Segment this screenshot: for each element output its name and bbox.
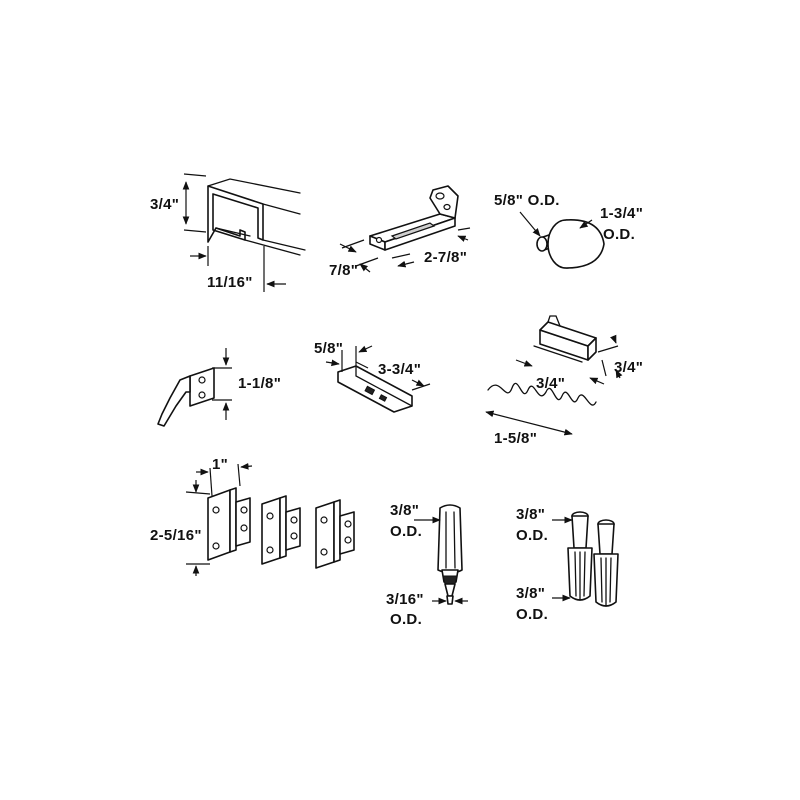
hinge-height-label: 2-5/16" bbox=[150, 527, 202, 544]
hinge-width-label: 1" bbox=[212, 456, 229, 473]
track-width-label: 11/16" bbox=[207, 274, 253, 291]
knob-head-od-label-2: O.D. bbox=[603, 226, 636, 243]
spring-holder-height-label: 3/4" bbox=[614, 359, 644, 376]
socket-bottom-od-label-2: O.D. bbox=[516, 606, 549, 623]
latch-height-label: 1-1/8" bbox=[238, 375, 282, 392]
socket-top-od-label-1: 3/8" bbox=[516, 506, 546, 523]
socket-top-od-label-2: O.D. bbox=[516, 527, 549, 544]
spring-length-label: 1-5/8" bbox=[494, 430, 538, 447]
track-guide bbox=[325, 345, 431, 413]
knob bbox=[519, 211, 605, 269]
hinge-2 bbox=[261, 495, 301, 565]
angle-bracket bbox=[339, 185, 471, 273]
knob-head-od-label-1: 1-3/4" bbox=[600, 205, 644, 222]
latch-clip bbox=[157, 348, 232, 427]
socket-1 bbox=[552, 511, 593, 602]
guide-width-label: 5/8" bbox=[314, 340, 344, 357]
spring-holder-length-label: 3/4" bbox=[536, 375, 566, 392]
pivot-top-od-label-1: 3/8" bbox=[390, 502, 420, 519]
track-channel bbox=[182, 173, 306, 292]
pivot-pin-od-label-1: 3/16" bbox=[386, 591, 424, 608]
pivot-top-od-label-2: O.D. bbox=[390, 523, 423, 540]
guide-length-label: 3-3/4" bbox=[378, 361, 422, 378]
track-height-label: 3/4" bbox=[150, 196, 180, 213]
pivot-pin-od-label-2: O.D. bbox=[390, 611, 423, 628]
hinge-3 bbox=[315, 499, 355, 569]
bracket-width-label: 7/8" bbox=[329, 262, 359, 279]
bracket-length-label: 2-7/8" bbox=[424, 249, 468, 266]
socket-bottom-od-label-1: 3/8" bbox=[516, 585, 546, 602]
knob-stem-od-label: 5/8" O.D. bbox=[494, 192, 560, 209]
spring-holder bbox=[515, 315, 623, 385]
socket-2 bbox=[593, 519, 619, 607]
spring bbox=[485, 382, 597, 436]
hinge-1 bbox=[185, 462, 253, 576]
pivot-pin bbox=[414, 504, 468, 605]
